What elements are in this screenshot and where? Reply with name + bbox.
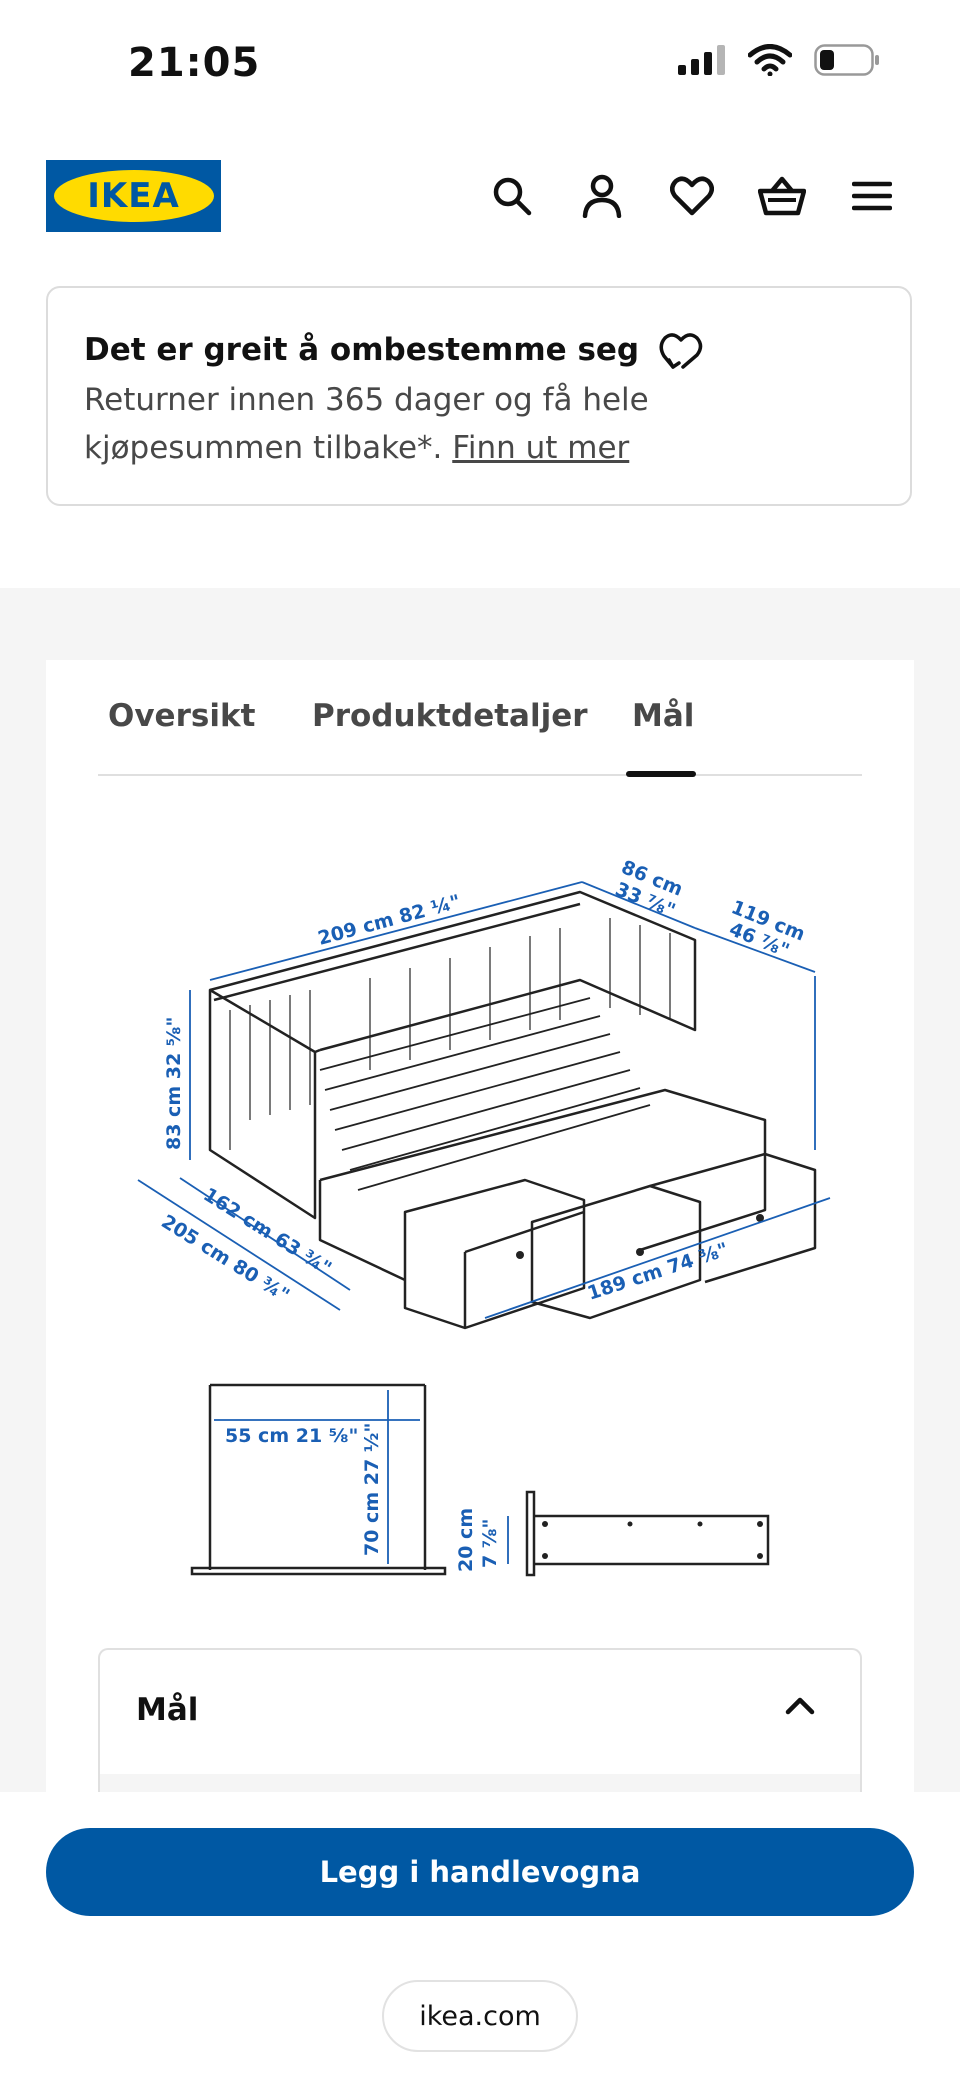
search-icon[interactable] bbox=[488, 172, 536, 220]
dim-side-height-view: 70 cm 27 ½" bbox=[361, 1423, 383, 1556]
basket-icon[interactable] bbox=[758, 172, 806, 220]
product-panel bbox=[46, 660, 914, 1908]
notice-title: Det er greit å ombestemme seg bbox=[84, 332, 640, 368]
notice-text: Returner innen 365 dager og få hele kjøp… bbox=[84, 382, 649, 466]
signal-icon bbox=[678, 45, 725, 75]
chevron-up-icon[interactable] bbox=[784, 1694, 816, 1718]
browser-url-bar[interactable]: ikea.com bbox=[382, 1980, 578, 2052]
return-heart-icon bbox=[659, 333, 703, 369]
wifi-icon bbox=[748, 44, 792, 76]
logo-oval: IKEA bbox=[53, 170, 214, 222]
header-nav bbox=[488, 172, 896, 220]
heart-icon[interactable] bbox=[668, 172, 716, 220]
dim-drawer-height-cm: 20 cm bbox=[455, 1508, 477, 1572]
ikea-logo[interactable]: IKEA bbox=[46, 160, 221, 232]
battery-icon bbox=[814, 44, 879, 76]
menu-icon[interactable] bbox=[848, 172, 896, 220]
user-icon[interactable] bbox=[578, 172, 626, 220]
tab-product-details[interactable]: Produktdetaljer bbox=[312, 698, 588, 734]
return-notice-card: Det er greit å ombestemme seg Returner i… bbox=[46, 286, 912, 506]
dim-side-height: 83 cm 32 ⅝" bbox=[163, 1017, 185, 1150]
notice-title-row: Det er greit å ombestemme seg bbox=[84, 330, 874, 370]
tab-overview[interactable]: Oversikt bbox=[108, 698, 256, 734]
dim-side-width: 55 cm 21 ⅝" bbox=[225, 1425, 358, 1447]
dimension-diagram: 209 cm 82 ¼" 86 cm 33 ⅞" 119 cm 46 ⅞" 83… bbox=[137, 856, 831, 1577]
status-time: 21:05 bbox=[128, 40, 261, 86]
status-icons bbox=[678, 44, 880, 76]
add-to-cart-button[interactable]: Legg i handlevogna bbox=[46, 1828, 914, 1916]
notice-link[interactable]: Finn ut mer bbox=[452, 430, 630, 466]
logo-text: IKEA bbox=[87, 176, 180, 216]
dim-drawer-height-in: 7 ⅞" bbox=[479, 1519, 501, 1568]
accordion-title: Mål bbox=[136, 1692, 199, 1728]
notice-body: Returner innen 365 dager og få hele kjøp… bbox=[84, 376, 874, 472]
tab-dimensions[interactable]: Mål bbox=[632, 698, 695, 734]
active-tab-indicator bbox=[626, 771, 696, 777]
product-tabs: Oversikt Produktdetaljer Mål bbox=[98, 690, 862, 777]
